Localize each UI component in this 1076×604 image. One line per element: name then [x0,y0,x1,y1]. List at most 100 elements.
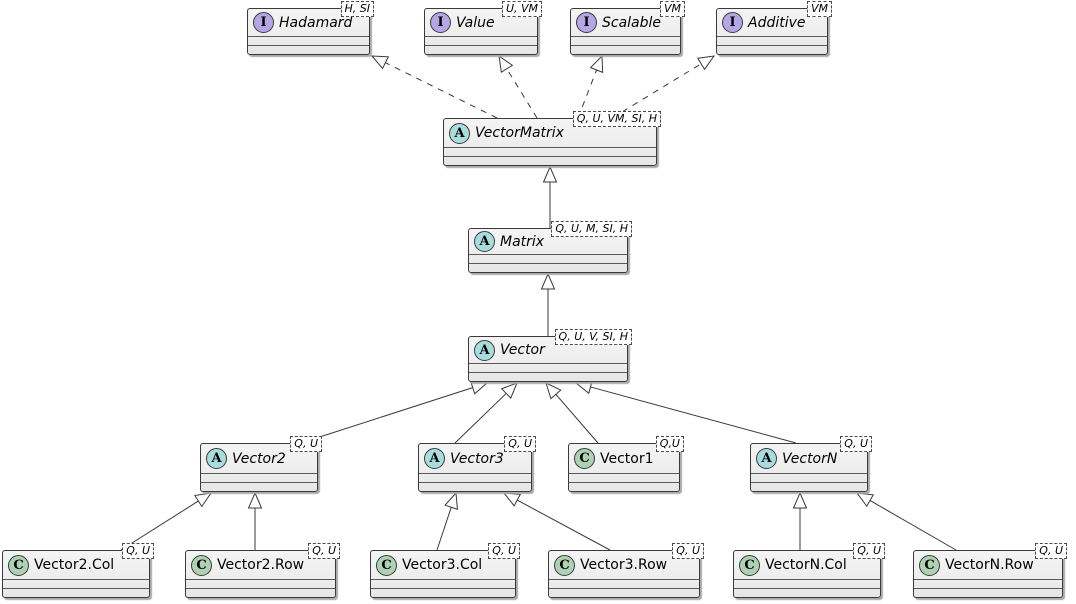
class-name: Vector2.Col [34,557,115,573]
methods-compartment [371,588,515,597]
generic-type-tag: VM [806,1,832,17]
generic-type-tag: Q, U [1035,543,1067,559]
methods-compartment [469,372,627,381]
class-badge-icon: C [574,448,595,469]
hollow-triangle-arrowhead [370,55,390,70]
fields-compartment [571,36,680,45]
realization-edge-vectormatrix-to-value [506,68,538,119]
abstract-badge-icon: A [756,448,777,469]
realization-edge-vectormatrix-to-scalable [577,69,598,119]
class-name: Vector2.Row [217,557,305,573]
hollow-triangle-arrowhead [194,492,213,508]
class-name: Additive [748,14,806,31]
fields-compartment [569,473,679,482]
class-title: A Matrix [469,229,627,254]
hollow-triangle-arrowhead [540,272,556,290]
hollow-triangle-arrowhead [589,54,604,74]
generic-type-tag: Q, U [504,436,536,452]
class-name: VectorMatrix [475,125,564,141]
generic-type-tag: Q, U [853,543,885,559]
interface-badge-icon: I [253,12,274,33]
class-name: Vector1 [600,450,654,467]
methods-compartment [201,482,317,491]
class-name: Vector3.Col [402,557,483,573]
fields-compartment [3,579,149,588]
generalization-edge-vector3-to-vector [454,393,507,444]
methods-compartment [425,45,537,54]
hollow-triangle-arrowhead [792,491,808,509]
methods-compartment [3,588,149,597]
methods-compartment [569,482,679,491]
fields-compartment [914,579,1062,588]
class-name: Matrix [500,233,545,250]
hollow-triangle-arrowhead [542,165,558,183]
fields-compartment [248,36,369,45]
methods-compartment [444,156,656,165]
class-badge-icon: C [8,554,29,576]
class-name: Vector3 [450,450,504,467]
generalization-edge-vector1-to-vector [555,394,599,444]
class-name: Value [456,14,495,31]
class-title: C Vector1 [569,444,679,473]
fields-compartment [751,473,867,482]
generic-type-tag: Q, U, V, SI, H [554,329,632,345]
fields-compartment [186,579,335,588]
hollow-triangle-arrowhead [855,492,875,508]
methods-compartment [419,482,531,491]
class-box-vectormatrix: A VectorMatrix Q, U, VM, SI, H [443,111,661,166]
methods-compartment [717,45,827,54]
hollow-triangle-arrowhead [696,55,716,71]
fields-compartment [469,363,627,372]
hollow-triangle-arrowhead [444,491,458,511]
interface-badge-icon: I [576,12,597,33]
fields-compartment [734,579,880,588]
methods-compartment [469,263,627,272]
generic-type-tag: Q, U [290,436,322,452]
methods-compartment [751,482,867,491]
abstract-badge-icon: A [474,231,495,252]
hollow-triangle-arrowhead [500,382,518,399]
fields-compartment [549,579,699,588]
generalization-edge-vectornrow-to-vectorn [869,500,957,551]
generic-type-tag: Q, U, VM, SI, H [572,111,661,127]
methods-compartment [571,45,680,54]
class-name: VectorN.Col [765,557,847,573]
class-name: Vector2 [232,450,286,467]
generalization-edge-vector3col-to-vector3 [436,507,452,551]
hollow-triangle-arrowhead [502,492,522,507]
fields-compartment [371,579,515,588]
methods-compartment [734,588,880,597]
abstract-badge-icon: A [449,122,470,144]
class-title: C Vector2.Col [3,551,149,579]
fields-compartment [717,36,827,45]
methods-compartment [186,588,335,597]
fields-compartment [469,254,627,263]
generic-type-tag: Q, U [488,543,520,559]
generalization-edge-vector3row-to-vector3 [516,499,611,551]
generic-type-tag: Q,U [655,436,684,452]
fields-compartment [444,147,656,156]
class-badge-icon: C [919,554,940,576]
hollow-triangle-arrowhead [545,382,562,400]
